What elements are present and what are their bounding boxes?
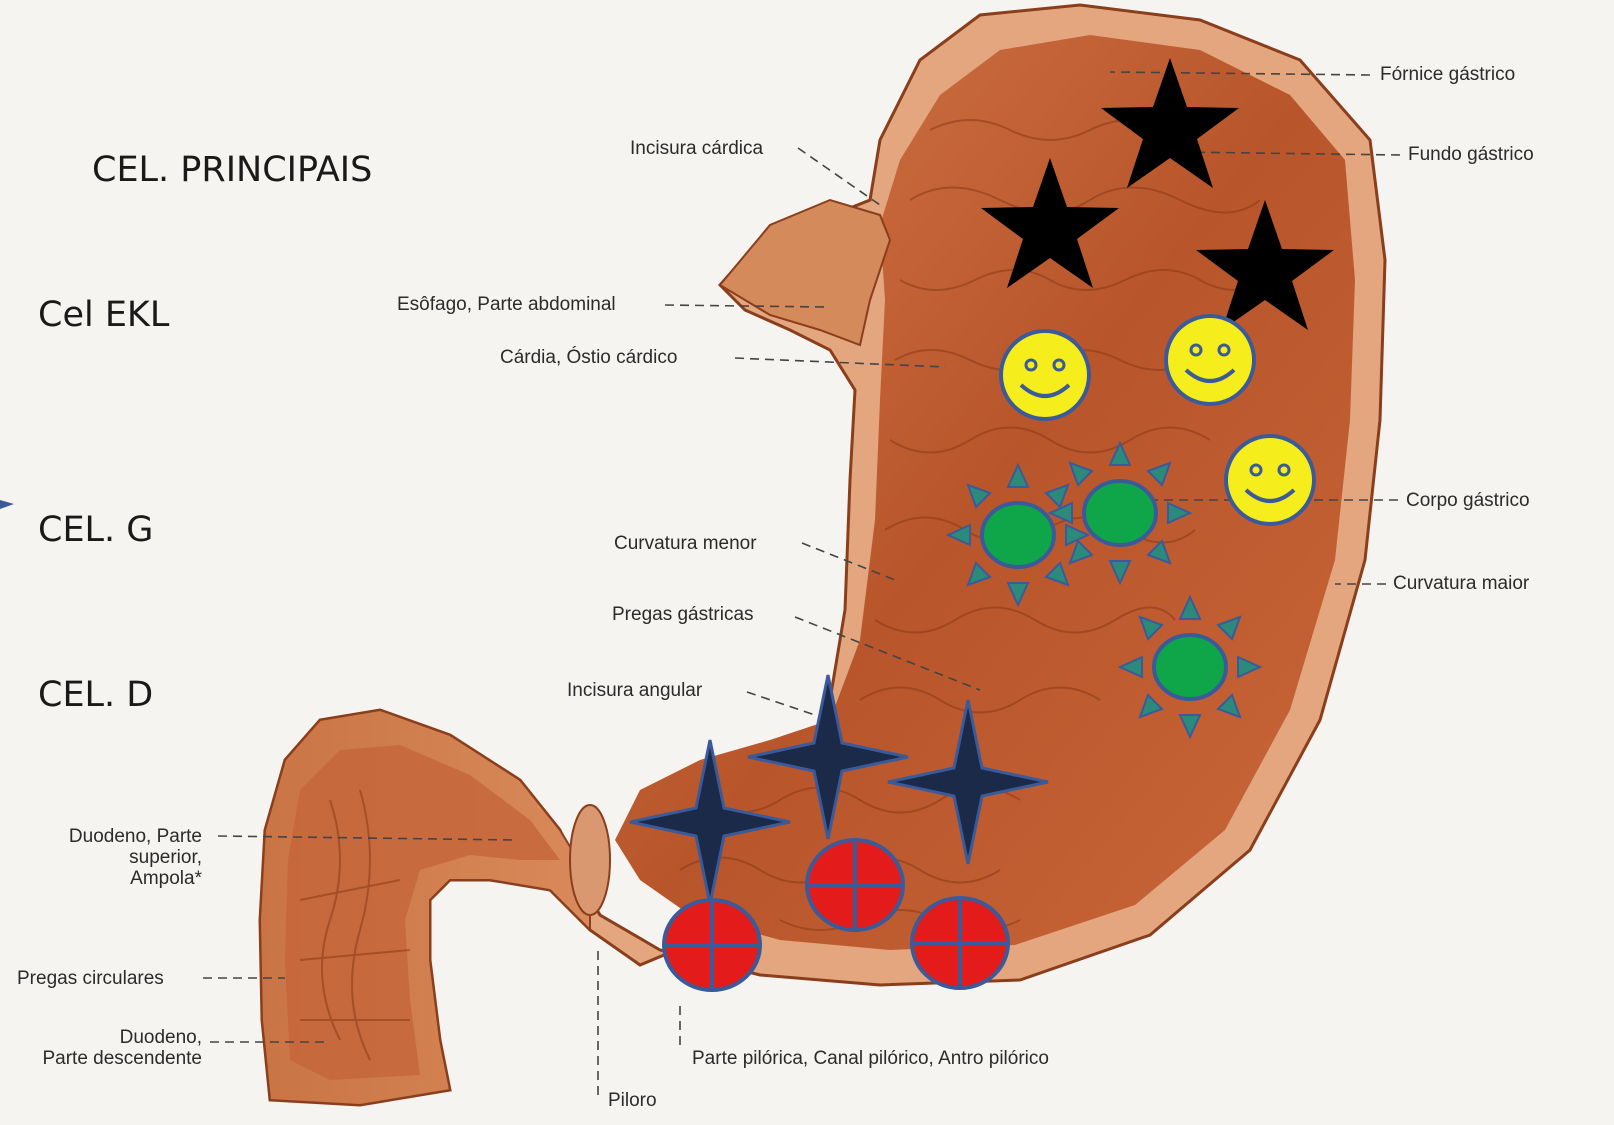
label-line: Duodeno,	[10, 1027, 202, 1048]
label-line: superior,	[35, 847, 202, 868]
legend-d: CEL. D	[38, 675, 153, 715]
label-line: Ampola*	[35, 868, 202, 889]
label-duodeno-superior: Duodeno, Parte superior, Ampola*	[35, 826, 202, 889]
arrow-tip-icon	[0, 500, 14, 509]
label-incisura-angular: Incisura angular	[567, 680, 702, 701]
label-curvatura-menor: Curvatura menor	[614, 533, 757, 554]
smiley-face-icon	[1001, 331, 1089, 419]
legend-ekl: Cel EKL	[38, 295, 169, 335]
green-sun-icon	[948, 465, 1088, 605]
label-pregas-circulares: Pregas circulares	[17, 968, 164, 989]
crossed-circle-icon	[912, 898, 1008, 988]
esophagus	[720, 200, 890, 345]
green-sun-icon	[1120, 597, 1260, 737]
label-parte-pilorica: Parte pilórica, Canal pilórico, Antro pi…	[692, 1048, 1049, 1069]
label-line: Parte descendente	[10, 1048, 202, 1069]
label-curvatura-maior: Curvatura maior	[1393, 573, 1529, 594]
label-piloro: Piloro	[608, 1090, 657, 1111]
legend-principais: CEL. PRINCIPAIS	[92, 150, 372, 190]
label-esofago: Esôfago, Parte abdominal	[397, 294, 616, 315]
label-fundo: Fundo gástrico	[1408, 144, 1534, 165]
crossed-circle-icon	[807, 840, 903, 930]
label-line: Duodeno, Parte	[35, 826, 202, 847]
smiley-face-icon	[1166, 316, 1254, 404]
legend-g: CEL. G	[38, 510, 153, 550]
smiley-face-icon	[1226, 436, 1314, 524]
crossed-circle-icon	[664, 900, 760, 990]
pylorus-ring	[570, 805, 610, 915]
label-pregas-gastricas: Pregas gástricas	[612, 604, 754, 625]
stomach-illustration	[260, 5, 1385, 1105]
label-cardia: Cárdia, Óstio cárdico	[500, 347, 677, 368]
label-incisura-cardica: Incisura cárdica	[630, 138, 763, 159]
green-sun-icon	[1050, 443, 1190, 583]
label-fornice: Fórnice gástrico	[1380, 64, 1515, 85]
label-duodeno-descendente: Duodeno, Parte descendente	[10, 1027, 202, 1069]
label-corpo: Corpo gástrico	[1406, 490, 1530, 511]
